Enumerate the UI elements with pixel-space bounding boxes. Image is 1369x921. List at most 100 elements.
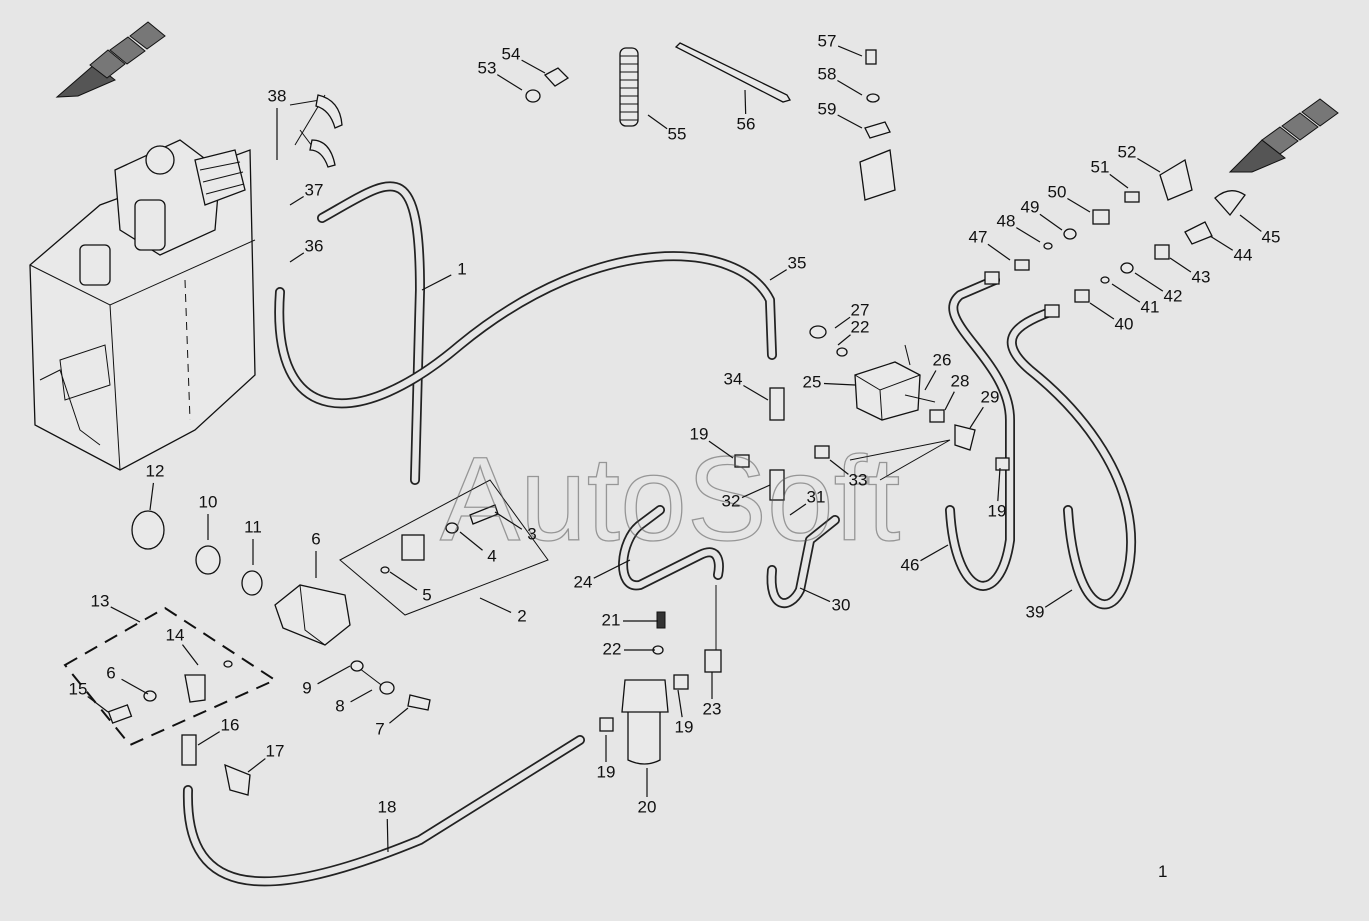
callout-labels: 1234566789101112131415161718191919192021… <box>69 31 1281 816</box>
leader-line-53 <box>496 74 523 91</box>
callout-12: 12 <box>146 461 165 480</box>
leader-line-46 <box>920 544 949 562</box>
callout-19: 19 <box>597 762 616 781</box>
callout-31: 31 <box>807 487 826 506</box>
callout-21: 21 <box>602 610 621 629</box>
leader-line-7 <box>389 707 409 724</box>
mounting-plate-13 <box>63 606 278 747</box>
callout-2: 2 <box>517 606 526 625</box>
callout-40: 40 <box>1115 314 1134 333</box>
nut-53-54 <box>525 67 570 103</box>
cable-tie-56 <box>674 42 791 103</box>
callout-3: 3 <box>527 524 536 543</box>
leader-line-9 <box>317 665 351 685</box>
hose-35 <box>274 251 777 409</box>
leader-line-5 <box>389 571 418 591</box>
callout-39: 39 <box>1026 602 1045 621</box>
valve-block-25 <box>734 325 1010 501</box>
leader-line-13 <box>110 606 141 623</box>
callout-24: 24 <box>574 572 593 591</box>
callout-36: 36 <box>305 236 324 255</box>
callout-19: 19 <box>675 717 694 736</box>
callout-11: 11 <box>244 517 262 536</box>
callout-30: 30 <box>832 595 851 614</box>
leader-line-35 <box>769 269 787 281</box>
callout-9: 9 <box>302 678 311 697</box>
callout-38: 38 <box>268 86 287 105</box>
callout-34: 34 <box>724 369 743 388</box>
hose-1 <box>317 181 425 485</box>
tank-assembly <box>29 94 343 471</box>
callout-7: 7 <box>375 719 384 738</box>
callout-6: 6 <box>311 529 320 548</box>
callout-52: 52 <box>1118 142 1137 161</box>
leader-line-12 <box>149 482 155 511</box>
callout-14: 14 <box>166 625 185 644</box>
leader-line-49 <box>1039 213 1063 231</box>
leader-line-14 <box>181 644 199 666</box>
filter-housing-6 <box>131 510 431 711</box>
leader-line-52 <box>1137 157 1161 173</box>
leader-line-56 <box>744 89 747 115</box>
leader-line-22 <box>837 334 851 346</box>
leader-lines <box>87 45 1262 853</box>
callout-1: 1 <box>457 259 466 278</box>
callout-28: 28 <box>951 371 970 390</box>
page-number: 1 <box>1158 862 1167 881</box>
callout-42: 42 <box>1164 286 1183 305</box>
leader-line-58 <box>837 79 863 96</box>
callout-48: 48 <box>997 211 1016 230</box>
callout-20: 20 <box>638 797 657 816</box>
leader-line-19 <box>677 689 683 718</box>
callout-6: 6 <box>106 663 115 682</box>
leader-line-57 <box>837 45 863 57</box>
leader-line-32 <box>741 484 771 499</box>
leader-line-25 <box>823 382 856 386</box>
hose-46 <box>945 275 1015 591</box>
leader-line-45 <box>1239 214 1262 232</box>
leader-line-36 <box>289 252 305 263</box>
callout-15: 15 <box>69 679 88 698</box>
leader-line-16 <box>197 731 220 746</box>
leader-line-33 <box>829 459 849 475</box>
callout-59: 59 <box>818 99 837 118</box>
callout-4: 4 <box>487 546 496 565</box>
leader-line-8 <box>350 689 373 703</box>
leader-line-42 <box>1134 272 1164 292</box>
callout-29: 29 <box>981 387 1000 406</box>
leader-line-48 <box>1016 227 1041 243</box>
callout-35: 35 <box>788 253 807 272</box>
callout-47: 47 <box>969 227 988 246</box>
callout-13: 13 <box>91 591 110 610</box>
leader-line-18 <box>386 818 389 853</box>
leader-line-37 <box>289 196 304 206</box>
callout-54: 54 <box>502 44 521 63</box>
direction-arrow-left <box>55 21 166 98</box>
fittings-40-52 <box>984 158 1246 318</box>
callout-19: 19 <box>988 501 1007 520</box>
leader-line-19 <box>997 467 1001 502</box>
leader-line-44 <box>1209 235 1234 251</box>
callout-44: 44 <box>1234 245 1253 264</box>
callout-37: 37 <box>305 180 324 199</box>
callout-10: 10 <box>199 492 218 511</box>
tee-fitting-16 <box>181 734 251 796</box>
callout-58: 58 <box>818 64 837 83</box>
leader-line-41 <box>1111 283 1141 303</box>
leader-line-15 <box>87 696 109 713</box>
callout-55: 55 <box>668 124 687 143</box>
leader-line-26 <box>924 370 937 391</box>
callout-49: 49 <box>1021 197 1040 216</box>
leader-line-27 <box>834 316 851 329</box>
hose-30 <box>766 515 840 609</box>
callout-27: 27 <box>851 300 870 319</box>
watermark: AutoSoft <box>440 432 900 566</box>
leader-line-43 <box>1169 257 1192 273</box>
callout-43: 43 <box>1192 267 1211 286</box>
callout-5: 5 <box>422 585 431 604</box>
callout-18: 18 <box>378 797 397 816</box>
callout-8: 8 <box>335 696 344 715</box>
clamp-57-59 <box>859 49 896 201</box>
bracket-plate-2 <box>339 479 549 616</box>
leader-line-19 <box>708 440 734 459</box>
